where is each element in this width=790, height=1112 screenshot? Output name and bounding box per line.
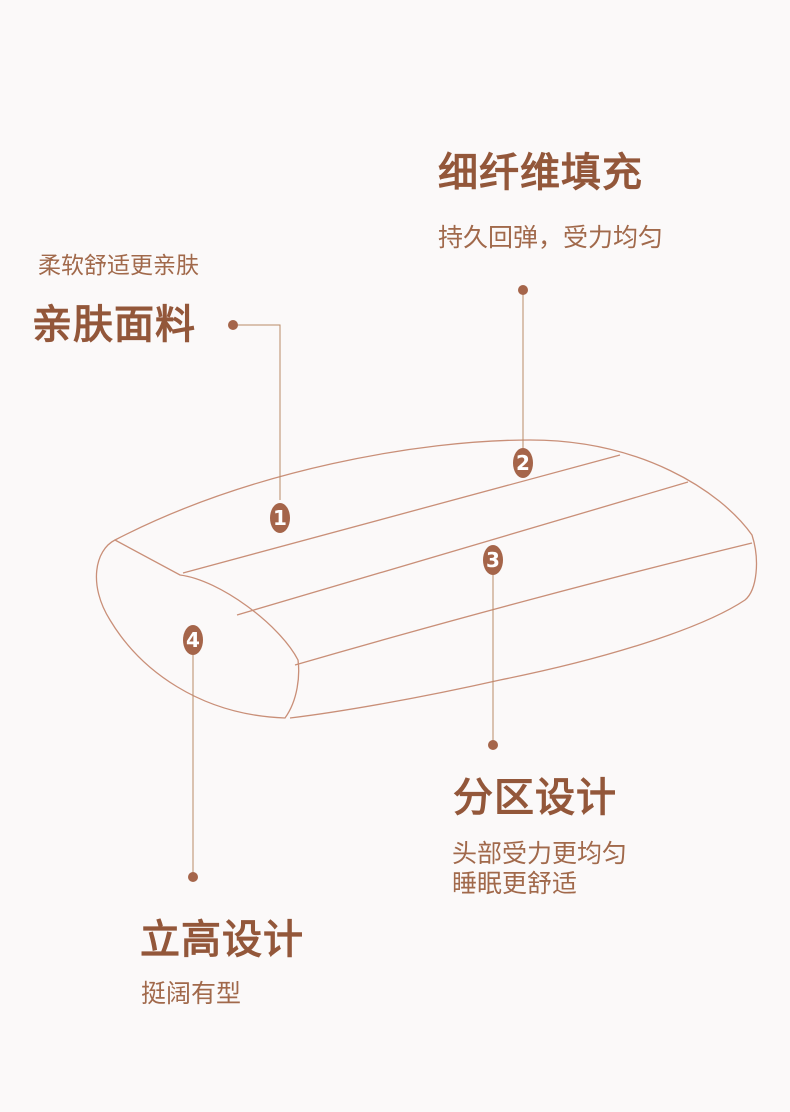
badge-4-number: 4 <box>186 628 200 652</box>
callout-3-title: 分区设计 <box>453 775 617 821</box>
seam-line-3 <box>294 542 753 666</box>
leader-dots <box>188 285 528 882</box>
badge-1 <box>270 503 290 533</box>
seam-line-1 <box>182 454 621 574</box>
badge-4 <box>183 625 203 655</box>
callout-2-desc: 持久回弹，受力均匀 <box>438 223 664 252</box>
badge-2 <box>513 448 533 478</box>
leader-lines <box>192 290 524 877</box>
pillow-outline <box>95 439 758 719</box>
callout-3-desc-line-2: 睡眠更舒适 <box>452 869 578 898</box>
callout-2-title: 细纤维填充 <box>438 150 643 196</box>
callout-1-desc: 柔软舒适更亲肤 <box>38 253 199 279</box>
badge-1-number: 1 <box>273 506 287 530</box>
callout-4-title: 立高设计 <box>140 917 304 963</box>
badge-3 <box>483 545 503 575</box>
badge-3-number: 3 <box>486 548 500 572</box>
callout-3-desc-line-1: 头部受力更均匀 <box>452 839 628 868</box>
callout-4-desc: 挺阔有型 <box>141 979 242 1008</box>
seam-line-2 <box>236 481 689 616</box>
number-badges <box>183 448 533 655</box>
callout-1-title: 亲肤面料 <box>32 302 196 348</box>
badge-2-number: 2 <box>516 451 530 475</box>
